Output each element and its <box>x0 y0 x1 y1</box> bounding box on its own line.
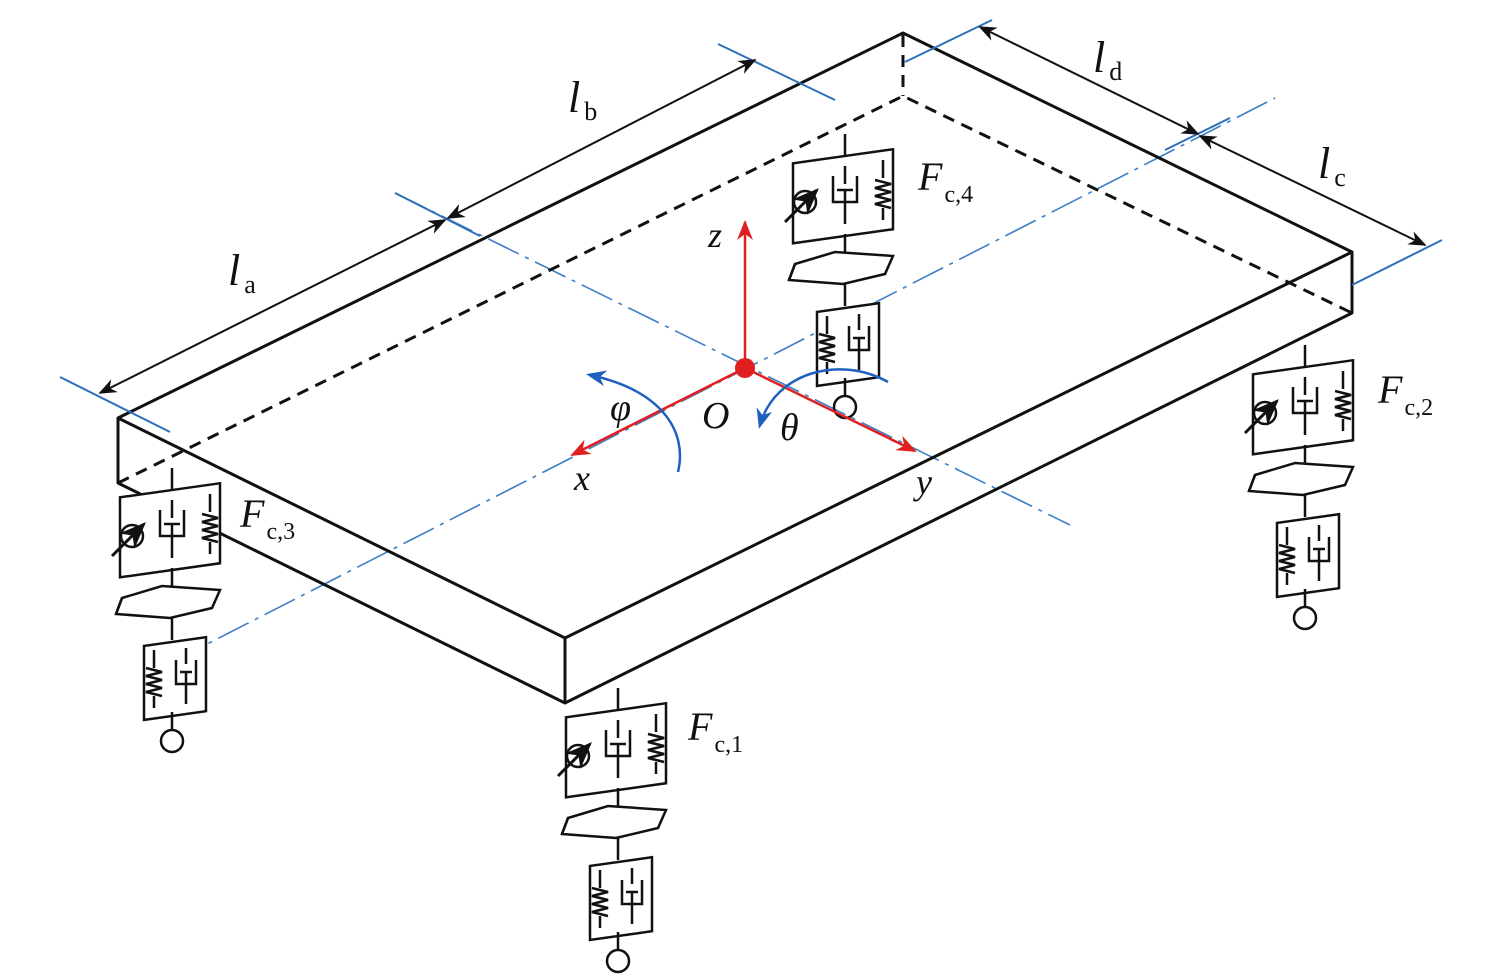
dim-arrow-ld <box>978 26 1200 135</box>
theta-rotation-arrow <box>756 368 889 429</box>
label-fc1: Fc,1 <box>687 704 743 758</box>
centerline-along-length <box>171 97 1276 663</box>
slab-top-face <box>116 31 1354 640</box>
label-x: x <box>573 458 590 498</box>
label-origin: O <box>702 395 729 437</box>
slab-right-face <box>564 252 1354 705</box>
dim-arrow-lc <box>1198 135 1427 246</box>
centerlines <box>171 97 1276 663</box>
label-theta: θ <box>780 407 799 449</box>
label-y: y <box>913 462 932 502</box>
phi-rotation-arrow <box>586 370 682 473</box>
slab-front-face <box>116 418 567 705</box>
dimension-arrows <box>98 26 1427 394</box>
extension-lines <box>59 19 1443 433</box>
force-labels: Fc,4 Fc,2 Fc,3 Fc,1 <box>239 154 1433 758</box>
x-axis-arrow <box>570 366 746 457</box>
suspension-unit-3 <box>112 468 220 752</box>
label-fc4: Fc,4 <box>917 154 973 208</box>
dim-arrow-lb <box>446 59 757 219</box>
label-fc2: Fc,2 <box>1377 367 1433 421</box>
label-fc3: Fc,3 <box>239 491 295 545</box>
label-phi: φ <box>610 387 631 429</box>
suspension-unit-2 <box>1245 345 1353 629</box>
label-z: z <box>707 215 722 255</box>
y-axis-arrow <box>744 366 917 453</box>
dim-arrow-la <box>98 219 447 394</box>
centerline-across-width <box>394 192 1071 526</box>
suspension-unit-1 <box>558 688 666 972</box>
coordinate-system: z x y O φ θ <box>570 215 932 502</box>
origin-point <box>735 358 755 378</box>
